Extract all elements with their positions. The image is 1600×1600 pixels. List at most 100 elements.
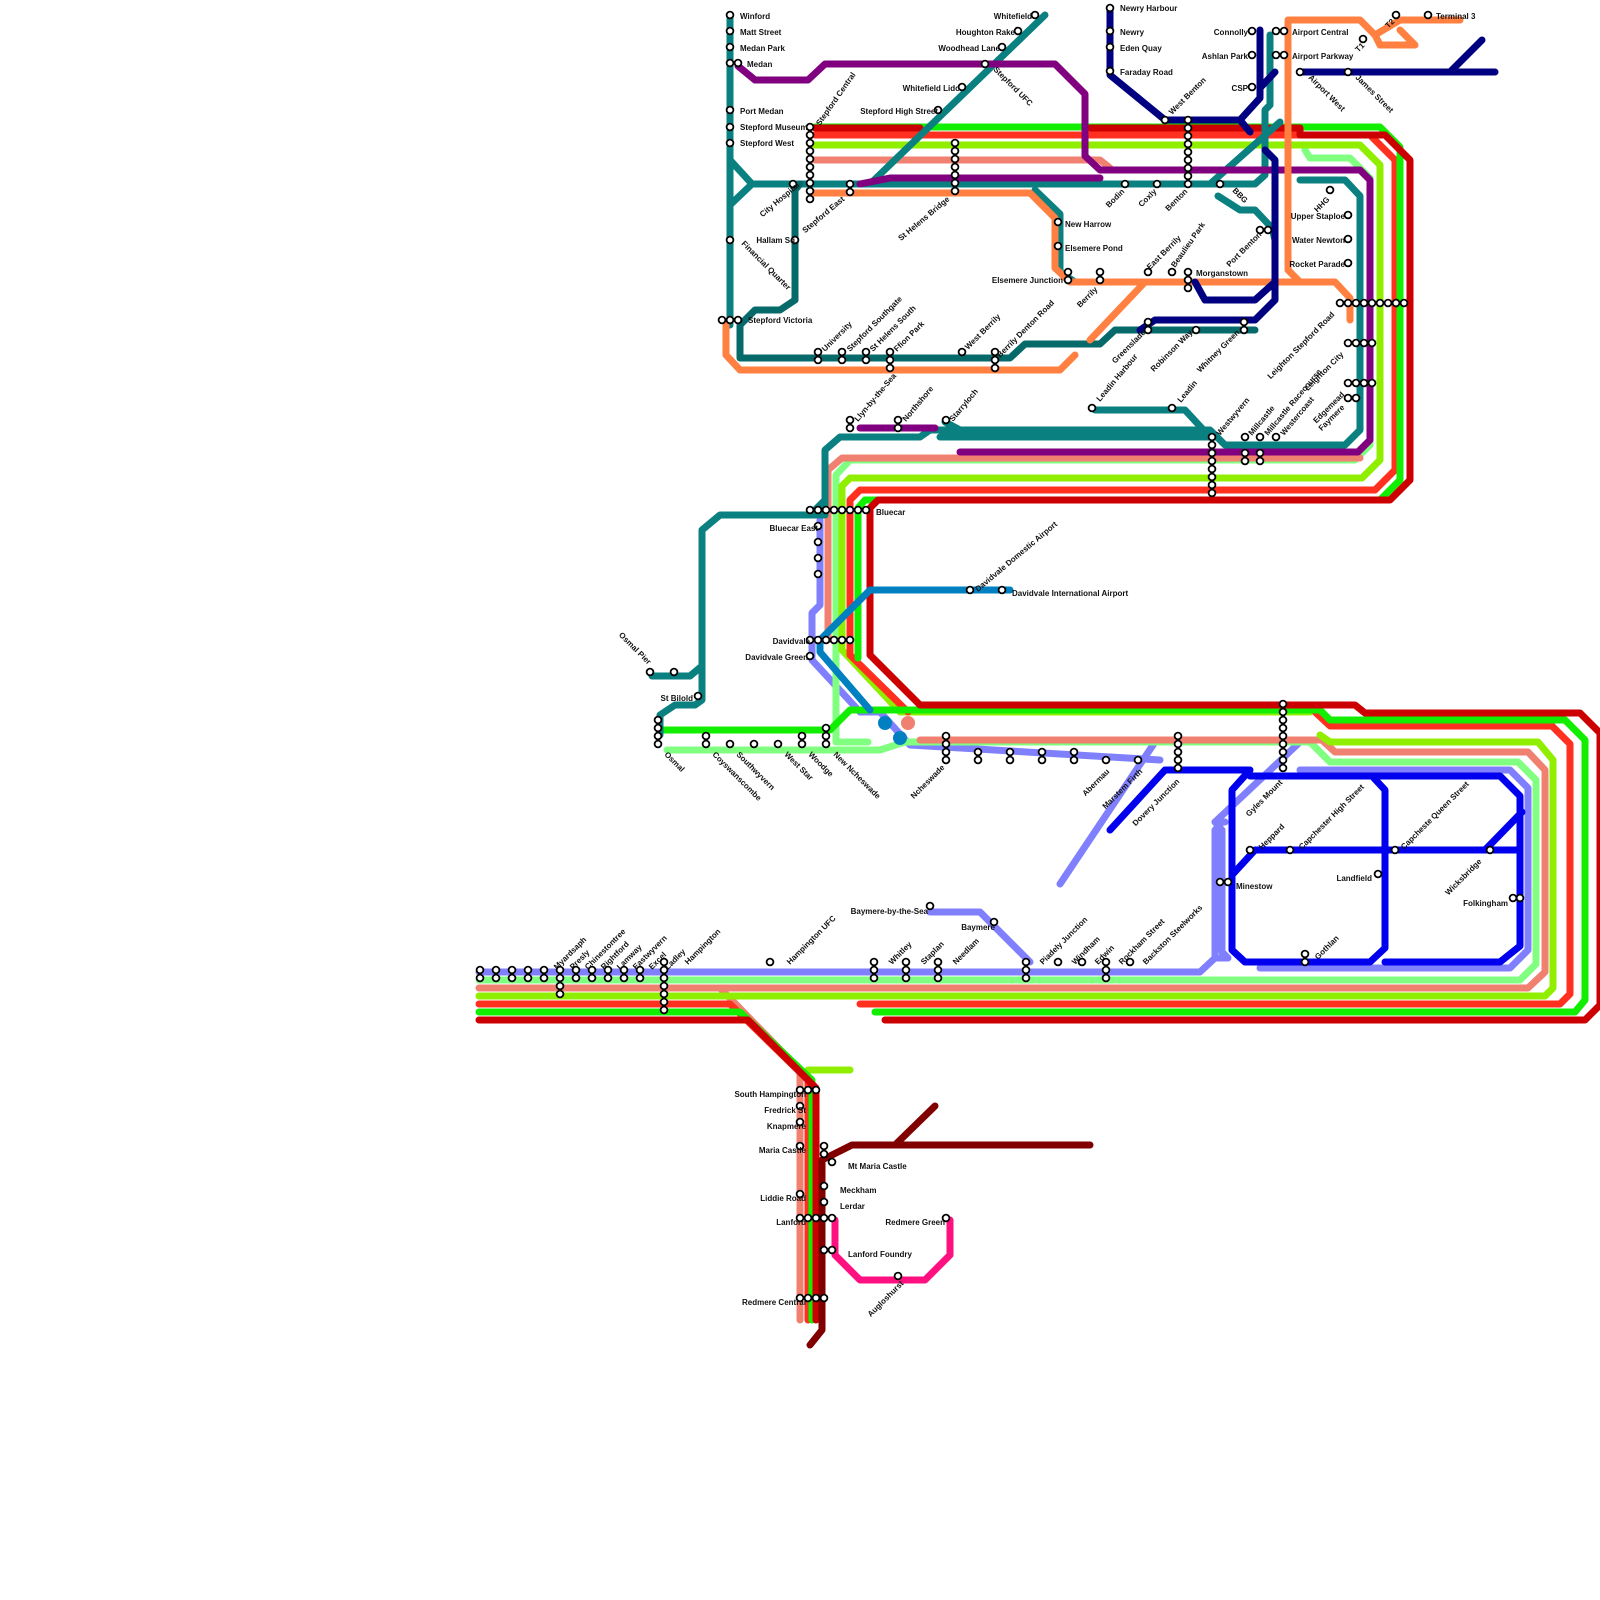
station-marker-61 bbox=[1183, 275, 1193, 285]
station-label-port-benton: Port Benton bbox=[1225, 230, 1264, 269]
station-marker-56 bbox=[1095, 267, 1105, 277]
station-marker-122 bbox=[1343, 393, 1353, 403]
station-marker-48 bbox=[957, 347, 967, 357]
station-label-hallam-sq: Hallam Sq bbox=[756, 236, 795, 245]
station-marker-278 bbox=[795, 1141, 805, 1151]
station-marker-32 bbox=[950, 138, 960, 148]
station-label-csp: CSP bbox=[1232, 84, 1249, 93]
station-marker-152 bbox=[813, 521, 823, 531]
station-marker-266 bbox=[587, 973, 597, 983]
station-marker-153 bbox=[813, 537, 823, 547]
station-label-whitefield: Whitefield bbox=[994, 12, 1032, 21]
route-lines bbox=[475, 6, 1600, 1349]
station-marker-6 bbox=[725, 122, 735, 132]
station-marker-126 bbox=[1207, 448, 1217, 458]
station-label-mt-maria-castle: Mt Maria Castle bbox=[848, 1162, 907, 1171]
station-marker-149 bbox=[845, 505, 855, 515]
station-marker-67 bbox=[1239, 325, 1249, 335]
station-marker-177 bbox=[797, 731, 807, 741]
station-label-robinson-way: Robinson Way bbox=[1149, 328, 1195, 374]
interchange-markers bbox=[878, 716, 915, 745]
station-marker-250 bbox=[475, 973, 485, 983]
station-marker-159 bbox=[813, 635, 823, 645]
station-marker-39 bbox=[813, 347, 823, 357]
station-marker-288 bbox=[819, 1213, 829, 1223]
station-marker-98 bbox=[1358, 34, 1368, 44]
route-line-periwinkle-2 bbox=[808, 516, 1164, 764]
station-marker-65 bbox=[1191, 325, 1201, 335]
station-marker-43 bbox=[861, 347, 871, 357]
station-marker-21 bbox=[805, 178, 815, 188]
station-marker-196 bbox=[1173, 731, 1183, 741]
route-line-teal-16 bbox=[648, 11, 1049, 739]
station-marker-200 bbox=[1173, 763, 1183, 773]
route-line-orange-24 bbox=[1284, 16, 1464, 286]
station-marker-211 bbox=[1285, 845, 1295, 855]
station-label-maria-castle: Maria Castle bbox=[759, 1146, 807, 1155]
station-marker-227 bbox=[1077, 957, 1087, 967]
station-marker-12 bbox=[725, 315, 735, 325]
station-label-terminal-3: Terminal 3 bbox=[1436, 12, 1476, 21]
station-marker-131 bbox=[1207, 488, 1217, 498]
station-marker-197 bbox=[1173, 739, 1183, 749]
station-marker-57 bbox=[1095, 275, 1105, 285]
station-marker-203 bbox=[1278, 715, 1288, 725]
station-label-osmal-pier: Osmal Pier bbox=[617, 630, 653, 666]
station-marker-100 bbox=[1423, 10, 1433, 20]
station-label-stepford-west: Stepford West bbox=[740, 139, 794, 148]
route-line-teal-15 bbox=[726, 11, 1284, 329]
station-marker-262 bbox=[555, 989, 565, 999]
station-marker-179 bbox=[821, 723, 831, 733]
station-marker-270 bbox=[619, 973, 629, 983]
station-label-newry-harbour: Newry Harbour bbox=[1120, 4, 1177, 13]
station-marker-249 bbox=[475, 965, 485, 975]
station-marker-230 bbox=[1101, 973, 1111, 983]
station-marker-58 bbox=[1143, 267, 1153, 277]
station-marker-8 bbox=[788, 179, 798, 189]
station-marker-40 bbox=[813, 355, 823, 365]
station-marker-11 bbox=[717, 315, 727, 325]
station-label-lerdar: Lerdar bbox=[840, 1202, 865, 1211]
station-marker-79 bbox=[1183, 147, 1193, 157]
station-marker-96 bbox=[1295, 67, 1305, 77]
station-marker-277 bbox=[795, 1117, 805, 1127]
station-marker-143 bbox=[941, 415, 951, 425]
station-label-airport-west: Airport West bbox=[1307, 73, 1347, 113]
station-marker-60 bbox=[1183, 267, 1193, 277]
station-label-morganstown: Morganstown bbox=[1196, 269, 1248, 278]
station-marker-251 bbox=[491, 965, 501, 975]
station-marker-86 bbox=[1215, 179, 1225, 189]
station-marker-172 bbox=[701, 731, 711, 741]
station-marker-214 bbox=[1215, 877, 1225, 887]
station-label-northshore: Northshore bbox=[901, 384, 936, 423]
station-marker-146 bbox=[821, 505, 831, 515]
station-marker-134 bbox=[1240, 456, 1250, 466]
station-marker-81 bbox=[1183, 163, 1193, 173]
station-marker-260 bbox=[555, 973, 565, 983]
station-marker-210 bbox=[1245, 845, 1255, 855]
station-marker-276 bbox=[795, 1101, 805, 1111]
station-marker-271 bbox=[635, 965, 645, 975]
station-marker-158 bbox=[805, 635, 815, 645]
station-marker-287 bbox=[811, 1213, 821, 1223]
station-label-fredrick-st: Fredrick St bbox=[764, 1106, 806, 1115]
station-marker-52 bbox=[1053, 217, 1063, 227]
station-marker-47 bbox=[885, 363, 895, 373]
station-marker-275 bbox=[811, 1085, 821, 1095]
station-labels: Winford Matt Street Medan Park Medan Por… bbox=[552, 4, 1508, 1319]
station-label-davidvale-domestic-airport: Davidvale Domestic Airport bbox=[974, 519, 1060, 593]
station-marker-78 bbox=[1183, 139, 1193, 149]
station-label-bluecar-east: Bluecar East bbox=[770, 524, 819, 533]
station-marker-283 bbox=[819, 1197, 829, 1207]
station-marker-59 bbox=[1167, 267, 1177, 277]
station-marker-240 bbox=[933, 973, 943, 983]
station-marker-183 bbox=[941, 739, 951, 749]
route-line-blue-29 bbox=[1106, 766, 1524, 966]
station-marker-165 bbox=[645, 667, 655, 677]
station-marker-185 bbox=[941, 755, 951, 765]
station-marker-218 bbox=[1515, 893, 1525, 903]
station-label-leadin: Leadin bbox=[1176, 379, 1200, 405]
station-marker-150 bbox=[853, 505, 863, 515]
station-marker-206 bbox=[1278, 739, 1288, 749]
